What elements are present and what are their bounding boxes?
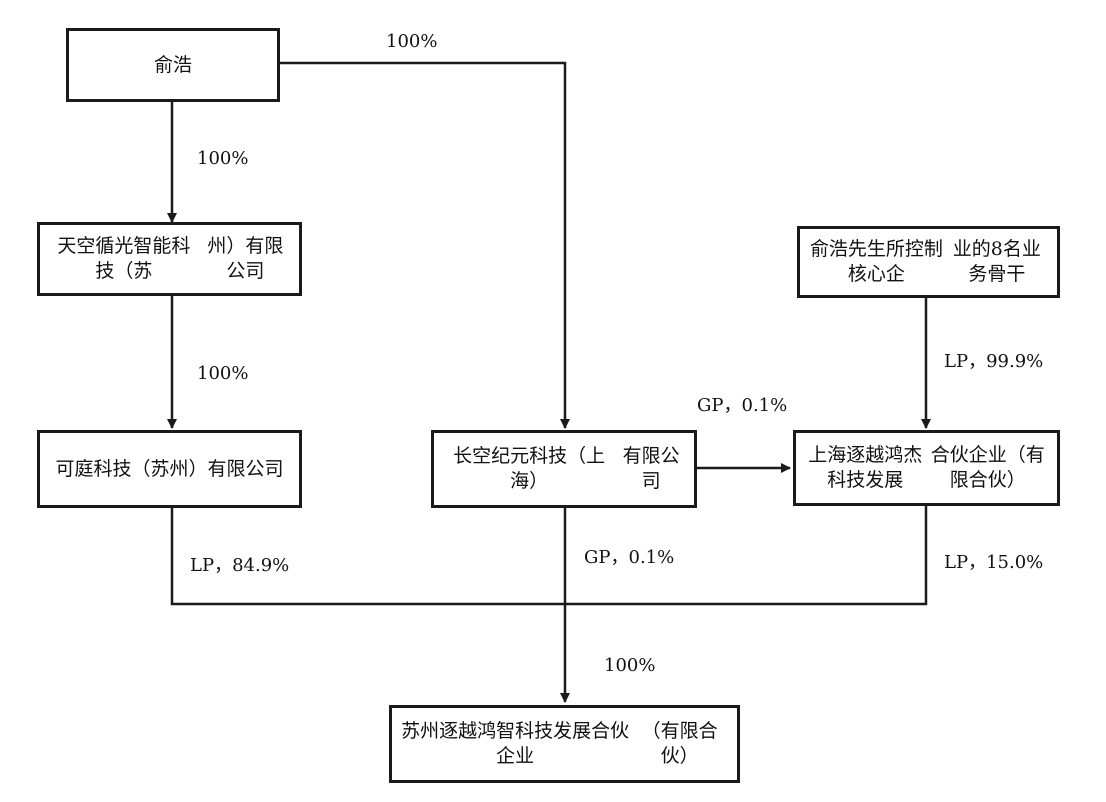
label-backbone-shanghai: LP，99.9% [944,351,1044,372]
node-suzhou-line-2: （有限合伙） [641,720,718,767]
node-shanghai-line-2: 合伙企业（有限合伙） [930,444,1045,491]
node-changkong-line-2: 有限公司 [622,445,680,492]
node-backbone-line-2: 业的8名业务骨干 [952,238,1041,285]
node-backbone-line-1: 俞浩先生所控制核心企 [809,238,943,285]
node-backbone: 俞浩先生所控制核心企 业的8名业务骨干 [797,226,1060,298]
node-tiankong-line-2: 州）有限公司 [207,235,284,282]
label-changkong-shanghai: GP，0.1% [697,395,788,416]
label-keting-suzhou: LP，84.9% [190,555,290,576]
edge-yuhao-changkong [280,61,570,429]
node-keting-line-2: 公司 [245,457,284,480]
label-changkong-suzhou: GP，0.1% [584,547,675,568]
node-tiankong-line-1: 天空循光智能科技（苏 [57,235,191,282]
node-keting: 可庭科技（苏州）有限 公司 [37,430,302,508]
node-yuhao: 俞浩 [66,28,280,102]
label-yuhao-tiankong: 100% [197,148,249,169]
node-tiankong: 天空循光智能科技（苏 州）有限公司 [37,222,302,296]
node-keting-line-1: 可庭科技（苏州）有限 [55,457,246,480]
label-tiankong-keting: 100% [197,363,249,384]
edge-keting-merge [170,505,928,606]
node-yuhao-line-1: 俞浩 [153,53,192,76]
label-merged-suzhou: 100% [604,655,656,676]
node-suzhou-line-1: 苏州逐越鸿智科技发展合伙企业 [401,720,630,767]
node-changkong: 长空纪元科技（上海） 有限公司 [431,430,697,508]
node-shanghai-line-1: 上海逐越鸿杰科技发展 [808,444,923,491]
label-yuhao-changkong: 100% [386,31,438,52]
node-changkong-line-1: 长空纪元科技（上海） [453,445,606,492]
node-shanghai: 上海逐越鸿杰科技发展 合伙企业（有限合伙） [793,430,1060,506]
node-suzhou: 苏州逐越鸿智科技发展合伙企业 （有限合伙） [389,705,740,783]
label-shanghai-suzhou: LP，15.0% [944,552,1044,573]
